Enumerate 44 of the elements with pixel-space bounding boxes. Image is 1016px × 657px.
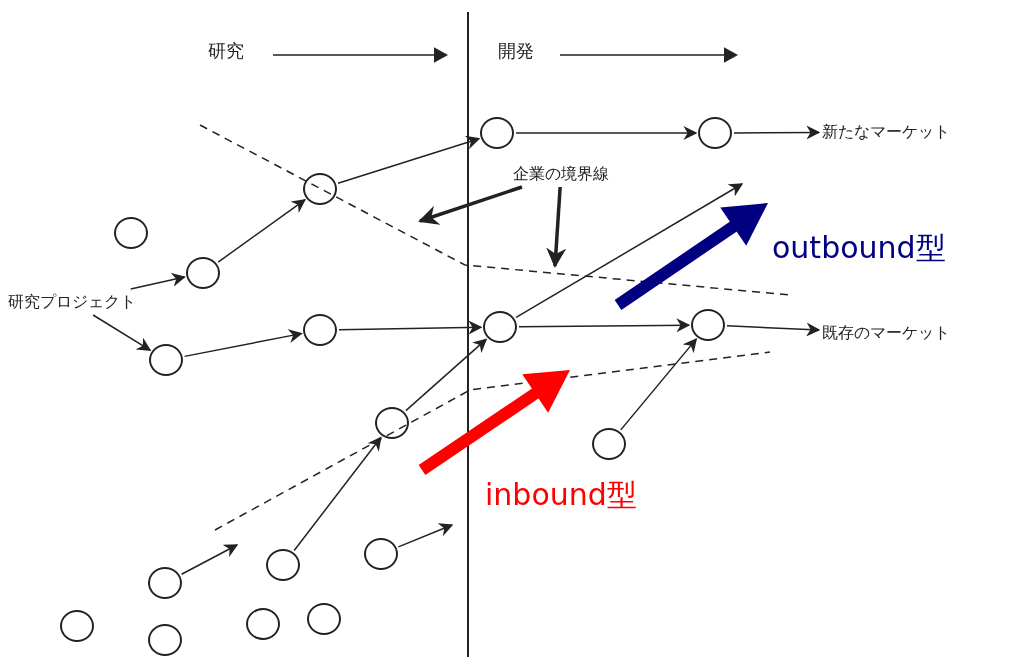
node-text: 新たなマーケット	[822, 122, 950, 142]
arrow	[620, 338, 698, 431]
arrow	[518, 318, 691, 333]
project-circle	[246, 608, 280, 640]
arrow	[397, 523, 454, 548]
arrow	[217, 199, 306, 263]
project-circle	[149, 344, 183, 376]
project-circle	[148, 567, 182, 599]
arrow	[92, 314, 152, 351]
node-text: 既存のマーケット	[822, 323, 950, 343]
outbound-label: outbound型	[772, 233, 946, 263]
project-circle	[483, 311, 517, 343]
project-circle	[148, 624, 182, 656]
arrow	[515, 183, 744, 319]
project-circle	[480, 117, 514, 149]
arrow	[337, 135, 481, 185]
project-circle	[303, 314, 337, 346]
arrow	[405, 338, 488, 412]
arrow	[726, 322, 821, 337]
stage-label: 開発	[498, 42, 534, 60]
project-circle	[691, 309, 725, 341]
arrow	[546, 186, 567, 268]
project-circle	[60, 610, 94, 642]
project-circle	[266, 549, 300, 581]
arrow	[418, 185, 523, 225]
arrow	[129, 273, 186, 290]
stage-label: 研究	[208, 42, 244, 60]
project-circle	[698, 117, 732, 149]
arrow	[293, 436, 382, 552]
project-circle	[592, 428, 626, 460]
node-text: 企業の境界線	[513, 164, 609, 184]
project-circle	[303, 173, 337, 205]
arrow	[338, 320, 483, 335]
arrow	[180, 544, 239, 575]
arrow	[183, 329, 303, 358]
arrow	[515, 126, 698, 140]
inbound-label: inbound型	[485, 480, 637, 510]
project-circle	[364, 538, 398, 570]
project-circle	[307, 603, 341, 635]
arrow	[733, 125, 821, 140]
project-circle	[375, 407, 409, 439]
project-circle	[186, 257, 220, 289]
project-circle	[114, 217, 148, 249]
node-text: 研究プロジェクト	[8, 292, 136, 312]
